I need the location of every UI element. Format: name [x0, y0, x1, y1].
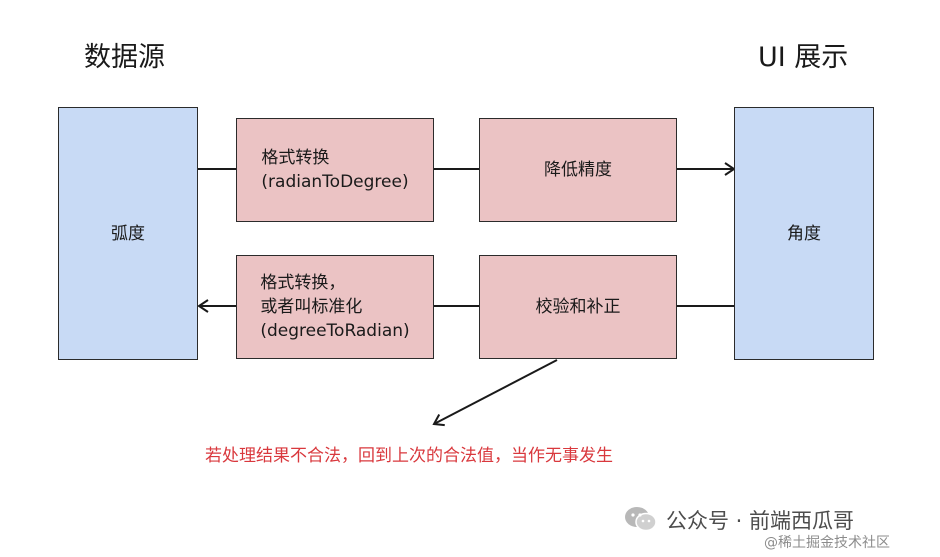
format-bottom-line-1: 格式转换， [260, 273, 346, 293]
invalid-result-note: 若处理结果不合法，回到上次的合法值，当作无事发生 [205, 446, 613, 466]
radian-box: 弧度 [58, 107, 198, 360]
degree-box: 角度 [734, 107, 874, 360]
format-top-box: 格式转换 (radianToDegree) [236, 118, 434, 222]
wechat-icon [624, 505, 658, 533]
watermark-account: 公众号 · 前端西瓜哥 [666, 509, 855, 533]
format-bottom-line-2: 或者叫标准化 [260, 297, 363, 317]
reduce-precision-box: 降低精度 [479, 118, 677, 222]
validate-label: 校验和补正 [535, 297, 621, 317]
radian-label: 弧度 [111, 223, 145, 244]
format-top-line-2: (radianToDegree) [261, 172, 409, 192]
validate-box: 校验和补正 [479, 255, 677, 359]
source-heading: 数据源 [84, 42, 165, 73]
degree-label: 角度 [787, 223, 821, 244]
format-bottom-line-3: (degreeToRadian) [260, 321, 410, 341]
reduce-precision-label: 降低精度 [544, 160, 612, 180]
watermark-site: @稀土掘金技术社区 [764, 535, 890, 551]
display-heading: UI 展示 [758, 42, 849, 73]
format-top-line-1: 格式转换 [261, 148, 330, 168]
edge-validate-to-note [432, 359, 558, 427]
format-bottom-box: 格式转换， 或者叫标准化 (degreeToRadian) [236, 255, 434, 359]
